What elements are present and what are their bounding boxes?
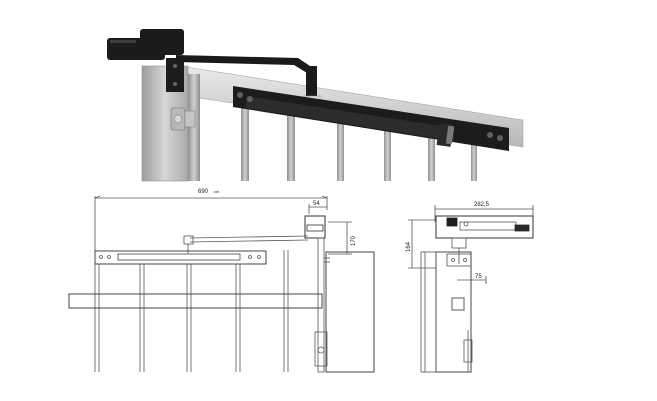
product-photo [107,29,524,182]
front-height-label: 170 [351,235,357,246]
front-view-drawing [68,195,375,373]
gate-bars [241,95,477,181]
slide-rail [246,96,454,141]
side-view-drawing [408,205,534,373]
front-hinge [314,331,328,367]
side-offset-label: 75 [475,274,482,280]
front-top-rail [94,250,267,265]
arm-pivot [306,66,317,100]
hinge-icon [170,107,196,131]
door-closer-body [107,29,184,60]
front-gate-rail [68,293,323,309]
side-width-label: 282,5 [474,202,490,208]
gate-stile [188,74,200,181]
rail-bolts [237,92,503,141]
post-mounting-plate [166,58,184,92]
front-closer-body [304,215,326,239]
front-gate-bars [94,250,289,372]
closer-arm [176,55,316,76]
front-width-unit: cm [214,189,220,194]
front-width-label: 690 [198,189,209,195]
side-height-label: 164 [406,241,412,252]
side-gate-post [435,251,472,373]
front-offset-label: 54 [313,201,320,207]
front-gate-post [325,251,375,373]
side-closer-body [435,215,534,239]
